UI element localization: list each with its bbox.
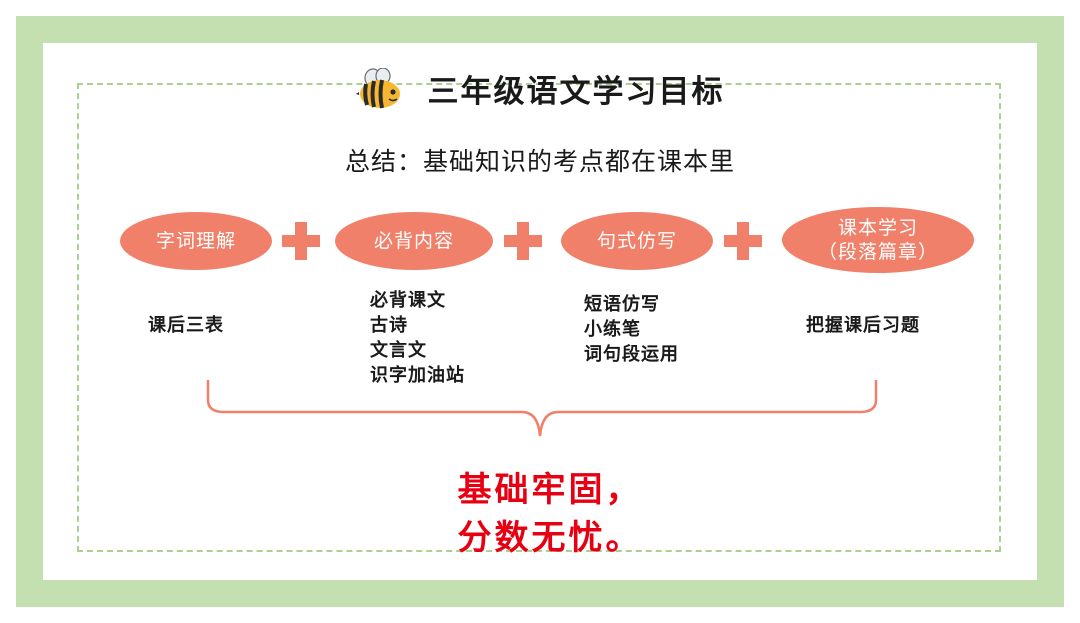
detail-list-textbook-study: 把握课后习题 [806,313,920,338]
conclusion-line-1: 基础牢固， [457,470,643,510]
flow-item-label: 课本学习 [837,217,918,239]
summary-text: 总结：基础知识的考点都在课本里 [344,147,735,176]
list-item: 词句段运用 [584,344,679,365]
list-item: 小练笔 [584,319,641,340]
conclusion-text: 基础牢固， 分数无忧。 [0,466,1080,562]
flow-item-textbook-study: 课本学习 （段落篇章） [782,207,974,273]
flow-item-vocabulary: 字词理解 [120,212,272,270]
list-item: 把握课后习题 [806,315,920,336]
flow-item-memorization: 必背内容 [335,212,493,270]
list-item: 识字加油站 [370,365,465,386]
dashed-border [77,83,1001,552]
plus-icon [724,222,762,260]
list-item: 文言文 [370,340,427,361]
bee-icon [355,67,400,108]
flow-item-sublabel: （段落篇章） [817,241,938,263]
list-item: 短语仿写 [584,294,660,315]
detail-list-sentence-imitation: 短语仿写 小练笔 词句段运用 [584,292,679,367]
list-item: 古诗 [370,315,408,336]
conclusion-line-2: 分数无忧。 [457,518,643,558]
detail-list-vocabulary: 课后三表 [148,313,224,338]
curly-brace [206,380,878,437]
flow-item-label: 句式仿写 [596,230,677,252]
content-card [43,43,1037,580]
detail-list-memorization: 必背课文 古诗 文言文 识字加油站 [370,288,465,388]
page-title: 三年级语文学习目标 [427,74,725,110]
title-row: 三年级语文学习目标 [0,66,1080,111]
plus-icon [504,222,542,260]
flow-item-label: 字词理解 [155,230,236,252]
plus-icon [282,222,320,260]
flow-item-sentence-imitation: 句式仿写 [561,212,713,270]
flow-item-label: 必背内容 [373,230,454,252]
list-item: 课后三表 [148,315,224,336]
list-item: 必背课文 [370,290,446,311]
outer-frame [16,16,1064,607]
